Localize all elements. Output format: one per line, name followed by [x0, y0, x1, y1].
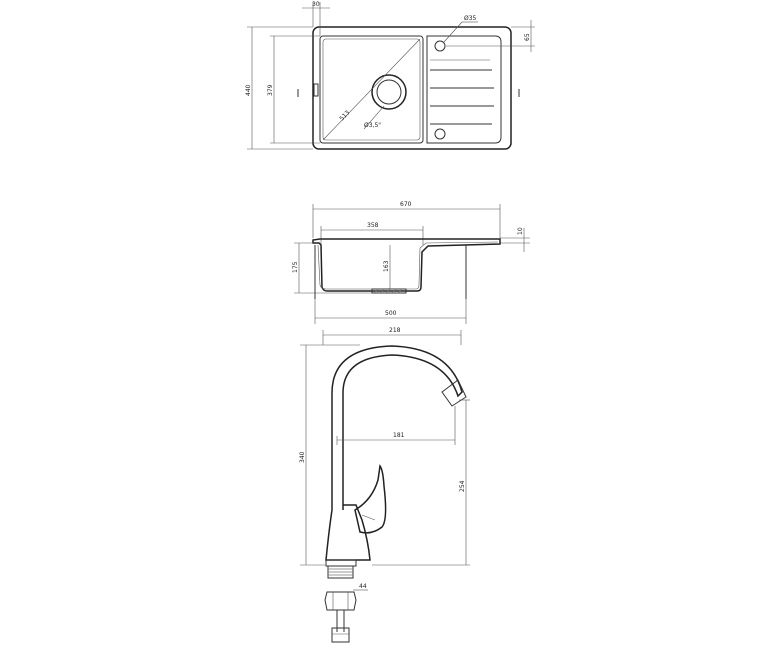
drain-strip-side: [371, 288, 407, 294]
drain-leader: [363, 105, 385, 130]
diagonal-dimension-line: [322, 38, 421, 141]
faucet-body: [325, 504, 371, 561]
handle-detail: [361, 514, 376, 521]
drainboard-top: [426, 35, 502, 144]
spout-tip: [441, 379, 467, 407]
drain-hatch: [379, 288, 385, 294]
bowl-diagonal-label: 513: [338, 109, 351, 122]
hose-fitting: [331, 627, 350, 643]
thread-diameter-label: 44: [359, 583, 367, 590]
drain-hatch: [373, 288, 379, 294]
bowl-width-label: 358: [367, 222, 379, 229]
sink-profile-inner: [317, 241, 499, 290]
tap-hole-bottom: [434, 128, 446, 140]
drain-diameter-label: Ø3,5": [364, 122, 381, 129]
rim-height-label: 10: [517, 227, 524, 235]
tap-hole-diameter-label: Ø35: [464, 15, 477, 22]
spout-height-label: 254: [459, 480, 466, 492]
sink-outline-top: [312, 26, 512, 150]
drain-inner: [376, 79, 402, 105]
drain-outer: [371, 74, 407, 110]
top-view: 513 Ø3,5" 440 379 30 Ø35 65: [245, 1, 535, 150]
length-overall-label: 670: [400, 201, 412, 208]
mounting-nut: [324, 591, 357, 611]
side-view: 670 358 10 175 163 500: [292, 201, 530, 324]
thread-hatch: [328, 568, 353, 576]
faucet-spout: [331, 345, 463, 510]
main-bowl-inner-top: [322, 38, 421, 141]
total-depth-label: 175: [292, 261, 299, 273]
tap-hole-top: [434, 40, 446, 52]
width-inner-label: 379: [267, 84, 274, 96]
overflow-slot: [313, 83, 319, 97]
sink-profile-side: [312, 238, 501, 292]
spout-reach-label: 181: [393, 432, 405, 439]
tap-hole-leader: [443, 21, 463, 43]
cabinet-width-label: 500: [385, 310, 397, 317]
width-overall-label: 440: [245, 84, 252, 96]
bowl-depth-label: 163: [383, 260, 390, 272]
lever-handle: [354, 464, 387, 534]
drain-hatch: [385, 288, 391, 294]
base-flange: [325, 559, 357, 567]
main-bowl-top: [319, 35, 424, 144]
drain-hatch: [391, 288, 397, 294]
faucet-view: 218 340 181 254 44: [299, 327, 470, 643]
total-height-label: 340: [299, 451, 306, 463]
spout-reach-total-label: 218: [389, 327, 401, 334]
tap-hole-offset-label: 65: [524, 33, 531, 41]
drain-hatch: [397, 288, 403, 294]
edge-offset-label: 30: [312, 1, 320, 8]
